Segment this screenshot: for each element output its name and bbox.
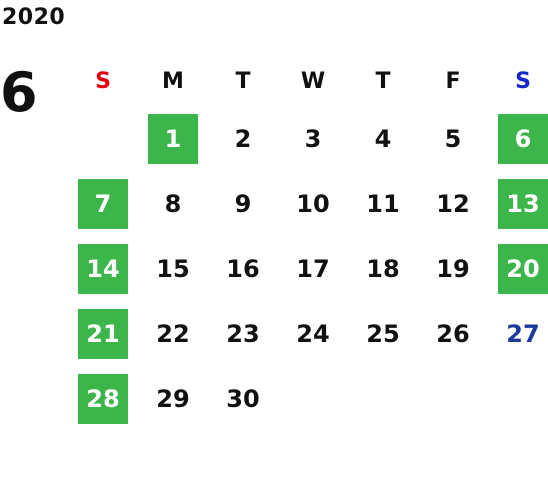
day-cell: 6 (488, 106, 548, 171)
day-cell: 18 (348, 236, 418, 301)
day-cell: 9 (208, 171, 278, 236)
day-cell: 2 (208, 106, 278, 171)
day-cell: 28 (68, 366, 138, 431)
day-number: 3 (304, 124, 322, 153)
day-cell: 25 (348, 301, 418, 366)
weekday-saturday: S (515, 68, 531, 94)
day-cell: 5 (418, 106, 488, 171)
weekday-thursday: T (375, 68, 391, 94)
day-cell: 12 (418, 171, 488, 236)
day-number: 12 (436, 189, 470, 218)
day-number: 11 (366, 189, 400, 218)
day-cell: 7 (68, 171, 138, 236)
weekday-monday: M (162, 68, 184, 94)
day-number: 22 (156, 319, 190, 348)
weekday-wednesday: W (300, 68, 326, 94)
day-number: 29 (156, 384, 190, 413)
weekday-tuesday: T (235, 68, 251, 94)
day-cell: 11 (348, 171, 418, 236)
day-cell-empty (418, 366, 488, 431)
day-number: 30 (226, 384, 260, 413)
day-number: 10 (296, 189, 330, 218)
day-cell: 10 (278, 171, 348, 236)
day-cell: 20 (488, 236, 548, 301)
day-number: 24 (296, 319, 330, 348)
day-number: 7 (78, 178, 128, 229)
day-cell: 1 (138, 106, 208, 171)
day-number: 28 (78, 373, 128, 424)
day-number: 1 (148, 113, 198, 164)
day-number: 26 (436, 319, 470, 348)
day-number: 6 (498, 113, 548, 164)
day-number: 16 (226, 254, 260, 283)
day-cell: 15 (138, 236, 208, 301)
day-cell: 19 (418, 236, 488, 301)
day-cell-empty (348, 366, 418, 431)
day-number: 9 (234, 189, 252, 218)
day-cell: 13 (488, 171, 548, 236)
day-cell: 16 (208, 236, 278, 301)
day-number: 25 (366, 319, 400, 348)
day-number: 27 (506, 319, 540, 348)
day-number: 20 (498, 243, 548, 294)
day-cell: 27 (488, 301, 548, 366)
day-cell: 26 (418, 301, 488, 366)
day-number: 18 (366, 254, 400, 283)
day-cell: 24 (278, 301, 348, 366)
day-number: 14 (78, 243, 128, 294)
month-number: 6 (0, 61, 38, 124)
day-cell: 21 (68, 301, 138, 366)
day-number: 15 (156, 254, 190, 283)
day-number: 2 (234, 124, 252, 153)
day-cell: 22 (138, 301, 208, 366)
day-number: 23 (226, 319, 260, 348)
day-number: 17 (296, 254, 330, 283)
year-label: 2020 (2, 5, 66, 30)
day-cell-empty (68, 106, 138, 171)
day-number: 21 (78, 308, 128, 359)
day-cell: 29 (138, 366, 208, 431)
day-number: 8 (164, 189, 182, 218)
day-number: 13 (498, 178, 548, 229)
day-cell: 30 (208, 366, 278, 431)
day-cell-empty (488, 366, 548, 431)
weekday-friday: F (445, 68, 461, 94)
day-cell: 17 (278, 236, 348, 301)
day-number: 19 (436, 254, 470, 283)
day-cell: 23 (208, 301, 278, 366)
day-number: 4 (374, 124, 392, 153)
day-number: 5 (444, 124, 462, 153)
day-cell-empty (278, 366, 348, 431)
day-cell: 4 (348, 106, 418, 171)
calendar-grid: S M T W T F S 1 2 3 4 5 6 7 8 9 10 11 12… (68, 56, 548, 431)
day-cell: 14 (68, 236, 138, 301)
day-cell: 8 (138, 171, 208, 236)
weekday-sunday: S (95, 68, 111, 94)
day-cell: 3 (278, 106, 348, 171)
